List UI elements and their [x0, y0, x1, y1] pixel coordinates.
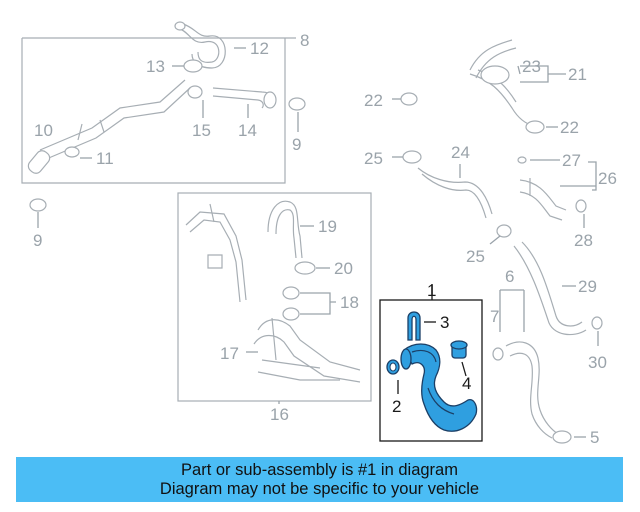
- callout-14: 14: [238, 121, 257, 140]
- callout-2: 2: [392, 397, 401, 416]
- part-25-clamp-a: [402, 150, 422, 164]
- callout-4: 4: [462, 374, 471, 393]
- callout-29: 29: [578, 277, 597, 296]
- leader-26: [560, 161, 597, 191]
- leader-4: [461, 361, 467, 377]
- callout-22-right: 22: [560, 118, 579, 137]
- callout-25-bottom: 25: [466, 247, 485, 266]
- part-19-hose: [267, 200, 303, 259]
- callout-22-left: 22: [364, 91, 383, 110]
- part-12-hose: [177, 23, 226, 69]
- part-1-hose: [403, 343, 478, 432]
- part-5-clamp: [552, 430, 572, 444]
- callout-7: 7: [490, 307, 499, 326]
- banner-line-1: Part or sub-assembly is #1 in diagram: [181, 460, 458, 479]
- part-14-end: [263, 91, 277, 109]
- callout-9-upper: 9: [292, 135, 301, 154]
- callout-23: 23: [522, 57, 541, 76]
- part-22-clamp-b: [525, 120, 545, 134]
- part-15-clamp: [187, 85, 203, 99]
- callout-16: 16: [270, 405, 289, 424]
- group-box-8: [21, 37, 296, 184]
- part-11-clamp: [64, 146, 80, 158]
- part-1-hose-seam: [411, 349, 455, 415]
- part-6-hose: [505, 341, 559, 439]
- parts-diagram: 12 13 15 14 10 11 8 9 9 23 21 22 22 25 2…: [21, 21, 617, 447]
- callout-20: 20: [334, 259, 353, 278]
- part-17-pipes: [253, 317, 361, 383]
- part-10-pipe: [39, 79, 191, 161]
- part-30-ring: [591, 316, 603, 330]
- group-box-16: [177, 192, 372, 402]
- part-13-clamp: [183, 59, 203, 73]
- part-27-clamp: [517, 156, 527, 164]
- part-22-clamp-a: [400, 92, 418, 106]
- part-16-pipes: [185, 203, 247, 303]
- banner-line-2: Diagram may not be specific to your vehi…: [159, 479, 480, 498]
- part-2-oring-hole: [389, 362, 397, 372]
- callout-10: 10: [34, 121, 53, 140]
- leader-18: [300, 292, 336, 315]
- callout-25-top: 25: [364, 149, 383, 168]
- part-23-fitting: [480, 65, 510, 85]
- part-3-clip: [407, 311, 421, 341]
- callout-17: 17: [220, 344, 239, 363]
- callout-26: 26: [598, 169, 617, 188]
- callout-5: 5: [590, 428, 599, 447]
- part-1-hose-inlet: [400, 348, 412, 370]
- part-12-end: [174, 21, 186, 31]
- callout-18: 18: [340, 293, 359, 312]
- callout-19: 19: [318, 217, 337, 236]
- part-9-clamp-a: [288, 97, 306, 111]
- group-box-1-highlighted: [379, 299, 483, 442]
- callout-11: 11: [96, 149, 114, 168]
- callout-13: 13: [146, 57, 165, 76]
- part-18-clamp-b: [282, 307, 300, 321]
- callout-3: 3: [440, 313, 449, 332]
- callout-15: 15: [192, 121, 211, 140]
- part-24-hose: [417, 167, 493, 219]
- part-18-clamp-a: [282, 286, 300, 300]
- callout-12: 12: [250, 39, 269, 58]
- callout-8: 8: [300, 31, 309, 50]
- part-4-bleeder-cap: [450, 340, 468, 350]
- part-29-hose: [513, 241, 587, 336]
- leader-6-7: [499, 289, 525, 332]
- callout-1: 1: [427, 281, 436, 300]
- info-banner: Part or sub-assembly is #1 in diagram Di…: [16, 457, 623, 502]
- part-9-clamp-b: [29, 198, 47, 212]
- part-23-hose: [469, 39, 535, 127]
- leader-25b: [489, 235, 501, 245]
- callout-9-lower: 9: [33, 231, 42, 250]
- part-10-cap: [27, 150, 51, 174]
- part-20-clamp: [294, 261, 316, 275]
- callout-28: 28: [574, 231, 593, 250]
- callout-27: 27: [562, 151, 581, 170]
- callout-21: 21: [568, 65, 587, 84]
- leader-23-21: [517, 65, 566, 83]
- part-28-ring: [575, 199, 587, 213]
- callout-6: 6: [505, 267, 514, 286]
- part-25-clamp-b: [496, 224, 512, 238]
- callout-30: 30: [588, 353, 607, 372]
- part-26-hose: [519, 178, 567, 221]
- part-7-ring: [492, 347, 504, 361]
- callout-24: 24: [451, 143, 470, 162]
